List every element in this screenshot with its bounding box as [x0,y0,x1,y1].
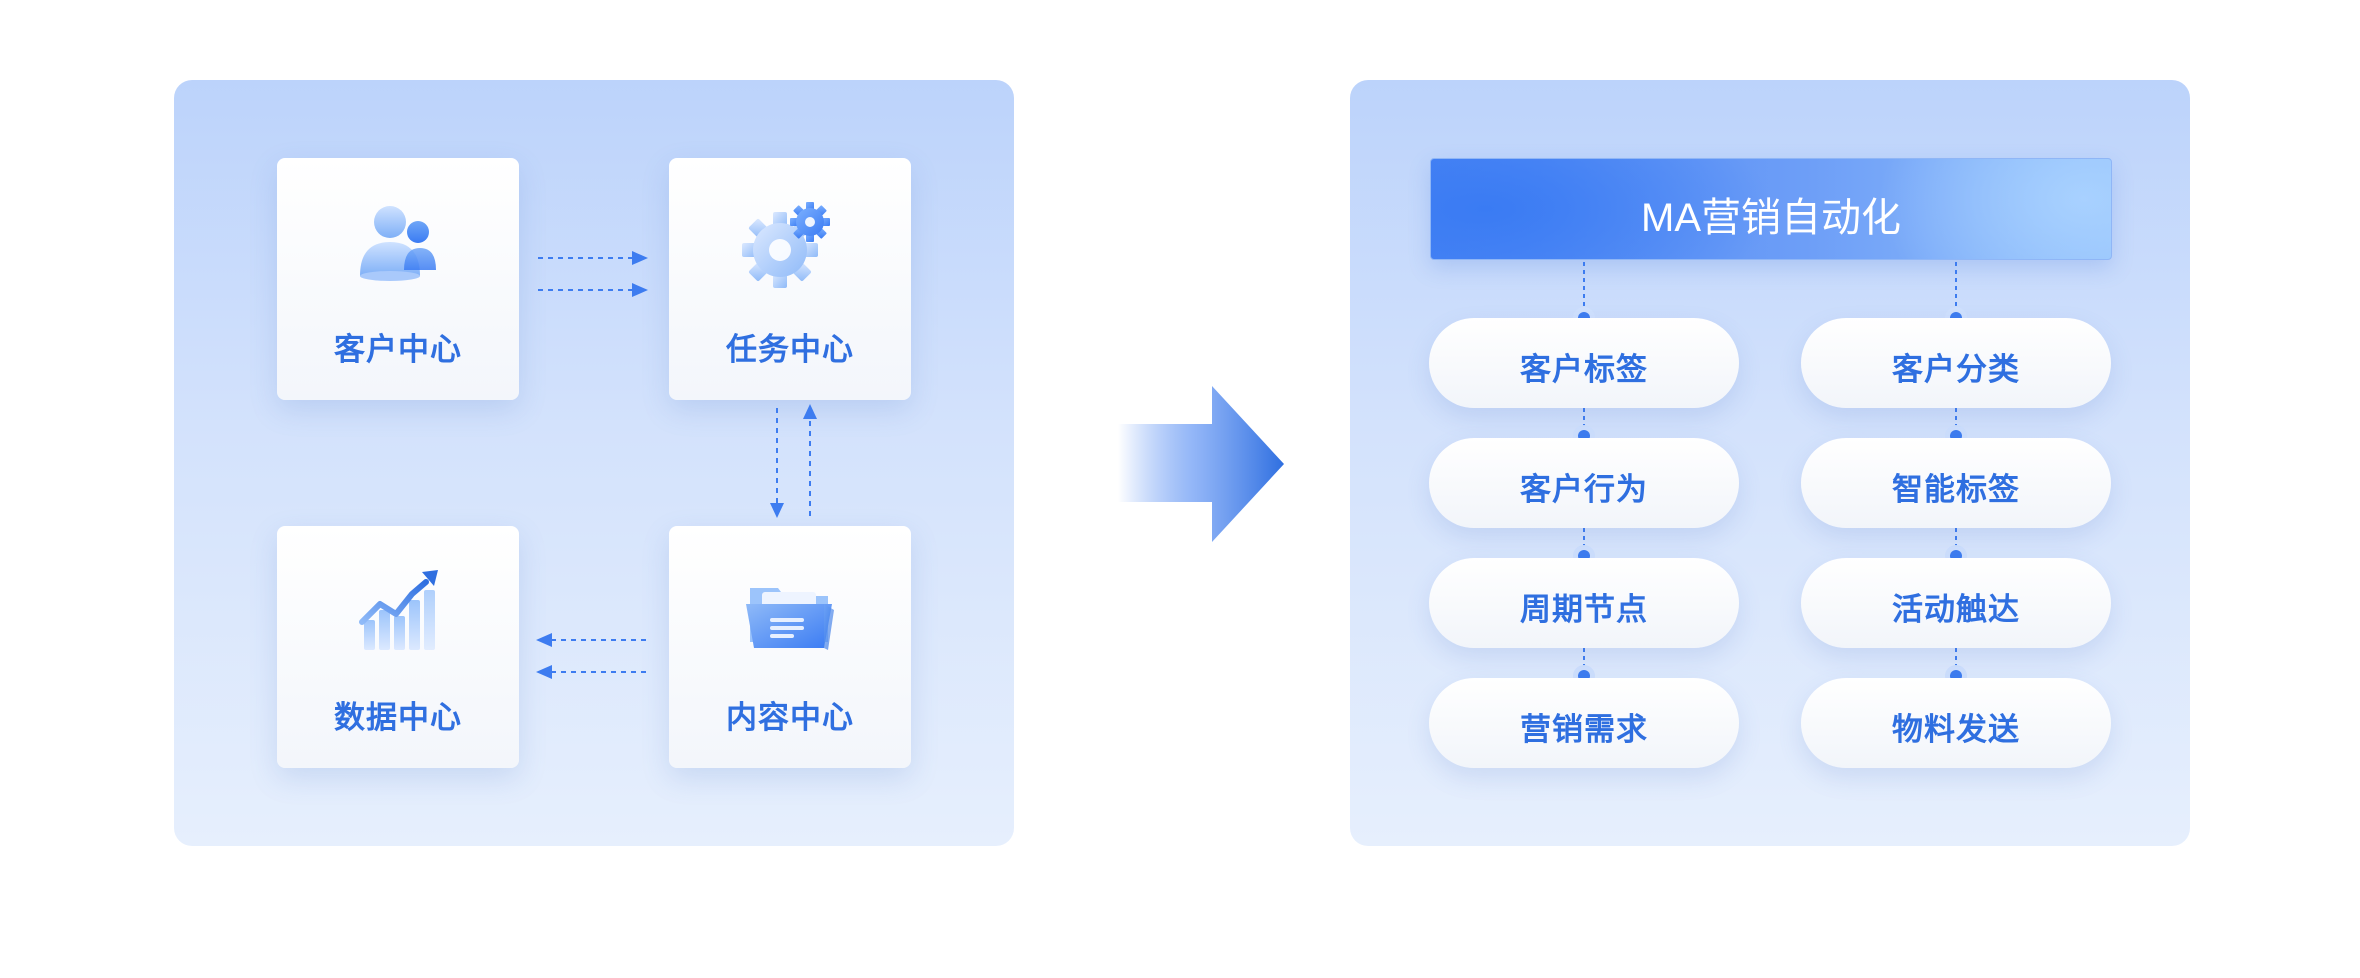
chart-icon [348,564,448,664]
content-center-card[interactable]: 内容中心 [669,526,911,768]
ma-title: MA营销自动化 [1641,196,1901,240]
folder-icon [740,564,840,664]
card-label: 内容中心 [726,700,854,736]
card-label: 客户中心 [334,332,462,368]
customer-icon [348,196,448,296]
pill-marketing-needs[interactable]: 营销需求 [1429,678,1739,768]
pill-label: 活动触达 [1892,592,2020,628]
gear-icon [740,196,840,296]
pill-label: 客户分类 [1892,352,2020,388]
data-center-card[interactable]: 数据中心 [277,526,519,768]
pill-label: 客户行为 [1520,472,1648,508]
pill-cycle-nodes[interactable]: 周期节点 [1429,558,1739,648]
pill-label: 物料发送 [1892,712,2020,748]
pill-campaign-reach[interactable]: 活动触达 [1801,558,2111,648]
pill-label: 客户标签 [1520,352,1648,388]
pill-customer-behavior[interactable]: 客户行为 [1429,438,1739,528]
pill-label: 周期节点 [1520,592,1648,628]
pill-customer-tags[interactable]: 客户标签 [1429,318,1739,408]
card-label: 任务中心 [726,332,854,368]
pill-smart-tags[interactable]: 智能标签 [1801,438,2111,528]
pill-label: 营销需求 [1520,712,1648,748]
pill-customer-classification[interactable]: 客户分类 [1801,318,2111,408]
card-label: 数据中心 [334,700,462,736]
pill-label: 智能标签 [1892,472,2020,508]
pill-material-delivery[interactable]: 物料发送 [1801,678,2111,768]
task-center-card[interactable]: 任务中心 [669,158,911,400]
ma-header: MA营销自动化 [1430,158,2112,260]
customer-center-card[interactable]: 客户中心 [277,158,519,400]
